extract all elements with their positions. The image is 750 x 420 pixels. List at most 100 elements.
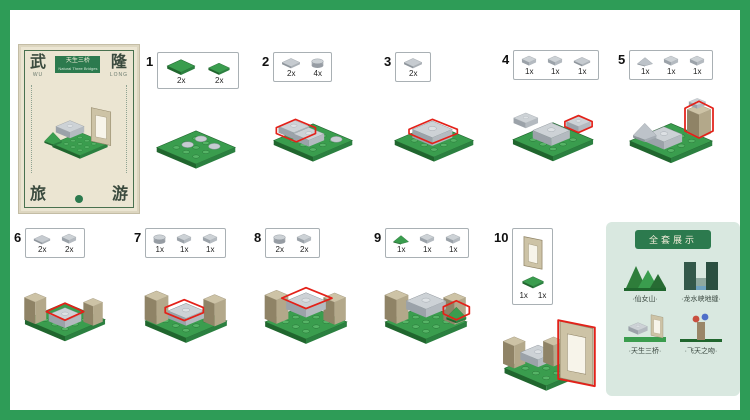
step-3: 3 2x (384, 52, 484, 171)
set-item-fairy-mountain: ·仙女山· (622, 258, 668, 304)
step-9: 9 1x 1x 1x (374, 228, 478, 357)
parts-box: 1x 1x 1x (145, 228, 227, 258)
step-1: 1 2x 2x (146, 52, 246, 178)
part-count: 2x (300, 245, 309, 254)
step-number: 4 (502, 52, 510, 67)
part-count: 2x (38, 245, 47, 254)
poster-char-lv: 旅 (30, 186, 47, 203)
part-count: 1x (537, 291, 547, 300)
poster-left-ornament (31, 85, 32, 173)
set-caption: ·龙水峡地缝· (681, 296, 721, 303)
step-6: 6 2x 2x (14, 228, 116, 353)
grey-brick-part-icon (547, 55, 563, 66)
step-2-model (273, 118, 353, 163)
flying-kiss-thumb (680, 313, 722, 342)
grey-brick-part-icon (689, 55, 705, 66)
round-plate-part-icon (311, 58, 324, 69)
step-number: 10 (494, 230, 509, 245)
green-plate-part-icon (166, 59, 196, 76)
panel-grid: ·仙女山· ·龙水峡地缝· ·天生三桥· (622, 258, 724, 356)
grey-brick-part-icon (521, 55, 537, 66)
grey-plate-part-icon (281, 58, 301, 69)
step-number: 7 (134, 230, 142, 245)
round-plate-part-icon (273, 234, 286, 245)
step-8-model (264, 286, 348, 345)
part-count: 1x (519, 291, 528, 300)
fairy-mountain-thumb (624, 266, 666, 291)
step-8: 8 2x 2x (254, 228, 358, 357)
part-count: 1x (578, 67, 587, 76)
grey-brick-part-icon (202, 233, 218, 244)
parts-box: 2x 2x (157, 52, 240, 89)
grey-brick-part-icon (419, 233, 435, 244)
poster-char-long: 隆 (110, 54, 127, 71)
poster-seal (75, 195, 83, 203)
poster-model-illustration (44, 106, 112, 159)
part-count: 2x (287, 69, 296, 78)
part-count: 1x (551, 67, 560, 76)
poster-banner-cn: 天生三桥 (65, 58, 90, 64)
parts-box: 2x 2x (265, 228, 321, 258)
step-4-model (512, 112, 594, 162)
set-caption: ·仙女山· (632, 296, 658, 303)
green-plate-part-icon (208, 62, 231, 76)
parts-box: 1x 1x 1x (629, 50, 714, 80)
part-count: 1x (693, 67, 702, 76)
green-plate-part-icon (521, 276, 544, 289)
part-count: 2x (177, 76, 186, 85)
part-count: 1x (206, 245, 215, 254)
gorge-thumb (684, 262, 718, 290)
grey-brick-part-icon (296, 233, 312, 244)
part-count: 1x (155, 245, 164, 254)
door-frame-part-icon (523, 236, 543, 270)
parts-box: 2x (395, 52, 432, 82)
grey-plate-part-icon (33, 234, 51, 245)
part-count: 1x (180, 245, 189, 254)
panel-title: 全套展示 (634, 230, 711, 249)
step-10: 10 1x 1x (494, 228, 604, 400)
three-bridges-thumb (624, 314, 666, 342)
poster-char-you: 游 (111, 186, 128, 203)
round-plate-part-icon (153, 234, 166, 245)
parts-box: 1x 1x 1x (513, 50, 600, 80)
grey-plate-part-icon (403, 58, 423, 69)
step-4: 4 1x 1x 1x (502, 50, 604, 171)
step-number: 5 (618, 52, 626, 67)
part-count: 1x (641, 67, 650, 76)
part-count: 2x (409, 69, 418, 78)
poster-char-wu-latin: WU (32, 72, 44, 78)
set-item-flying-kiss: ·飞天之吻· (678, 310, 724, 356)
step-number: 3 (384, 54, 392, 69)
parts-box: 2x 2x (25, 228, 86, 258)
grey-brick-part-icon (176, 233, 192, 244)
parts-box: 2x 4x (273, 52, 333, 82)
part-count: 1x (449, 245, 458, 254)
step-10-model (502, 319, 596, 392)
step-6-model (23, 292, 106, 342)
part-count: 2x (215, 76, 224, 85)
parts-box: 1x 1x (512, 228, 554, 305)
part-count: 1x (667, 67, 676, 76)
step-1-model (156, 130, 236, 170)
part-count: 1x (423, 245, 432, 254)
set-caption: ·飞天之吻· (684, 348, 718, 355)
set-caption: ·天生三桥· (628, 348, 662, 355)
grey-plate-part-icon (573, 56, 591, 67)
part-count: 1x (525, 67, 534, 76)
travel-poster: 武 WU 天生三桥 Natural Three Bridges 隆 LONG (18, 44, 140, 214)
step-number: 2 (262, 54, 270, 69)
poster-right-ornament (126, 85, 127, 173)
step-2: 2 2x 4x (262, 52, 364, 171)
step-7: 7 1x 1x 1x (134, 228, 238, 355)
set-item-gorge: ·龙水峡地缝· (678, 258, 724, 304)
poster-char-wu: 武 (30, 54, 47, 71)
part-count: 4x (313, 69, 322, 78)
step-number: 1 (146, 54, 154, 69)
step-9-model (384, 289, 471, 345)
poster-inner-frame: 武 WU 天生三桥 Natural Three Bridges 隆 LONG (24, 50, 134, 208)
step-3-model (394, 118, 474, 163)
part-count: 1x (397, 245, 406, 254)
grey-brick-part-icon (61, 233, 77, 244)
step-number: 9 (374, 230, 382, 245)
